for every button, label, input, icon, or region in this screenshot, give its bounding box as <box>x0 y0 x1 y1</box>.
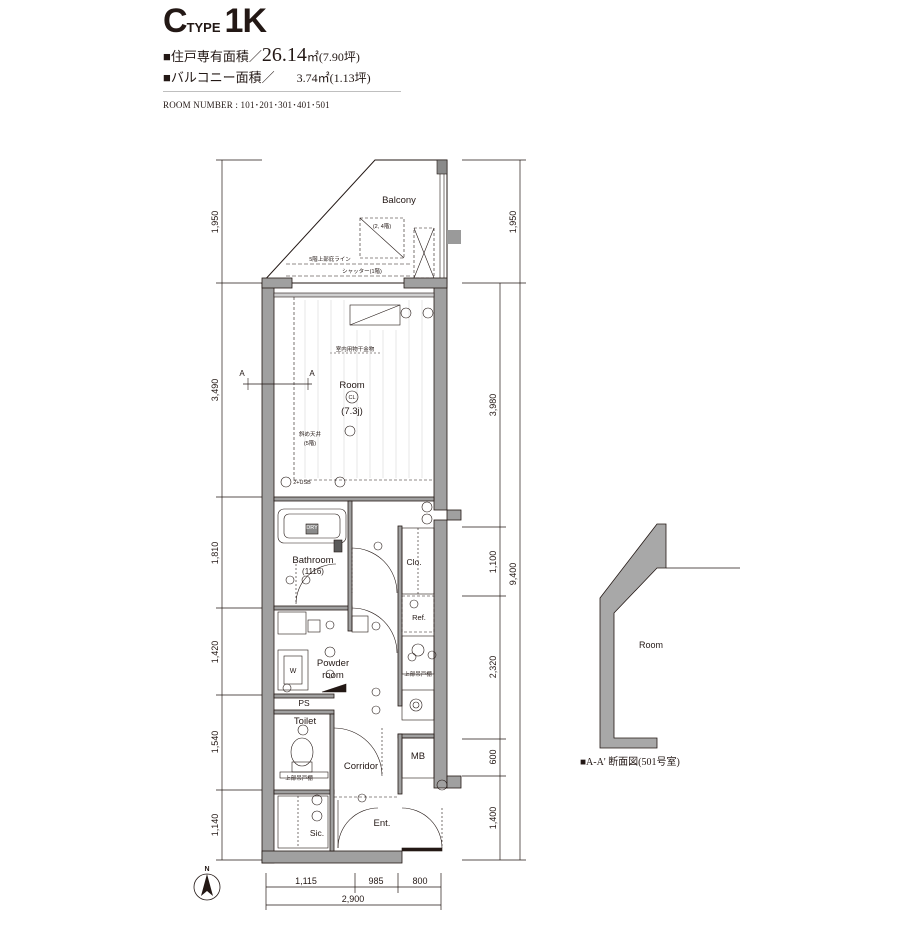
section-diagram <box>599 523 740 749</box>
dim-left-5: 1,540 <box>210 731 220 754</box>
upper-cabinet-note-2: 上部吊戸棚 <box>404 670 432 678</box>
dim-left-2: 3,490 <box>210 379 220 402</box>
section-mark-right: A <box>309 369 315 378</box>
powder-room-label-2: room <box>322 670 344 681</box>
type-plan: 1K <box>224 2 267 40</box>
dim-left-4: 1,420 <box>210 641 220 664</box>
header-divider <box>163 91 401 92</box>
exclusive-area-label: ■住戸専有面積／ <box>163 49 262 64</box>
dim-bottom-1: 1,115 <box>295 876 317 886</box>
dim-right-3: 2,320 <box>488 656 498 679</box>
section-caption: ■A-A' 断面図(501号室) <box>580 755 680 768</box>
type-word: TYPE <box>186 20 221 35</box>
toilet-label: Toilet <box>294 716 317 727</box>
type-letter: C <box>163 2 188 40</box>
balcony-area-value: 3.74㎡(1.13坪) <box>296 71 371 85</box>
balcony-label: Balcony <box>382 195 416 206</box>
exclusive-area: ■住戸専有面積／26.14㎡(7.90坪) <box>163 44 360 67</box>
room-size: (7.3j) <box>341 406 363 417</box>
exclusive-area-value: 26.14 <box>261 44 307 66</box>
bathroom-size: (1116) <box>302 567 324 576</box>
indoor-hanger-note: 室内用物干金物 <box>336 345 375 353</box>
closet-label: Clo. <box>406 557 421 567</box>
shutter-note: シャッター(1階) <box>342 267 382 275</box>
ceiling-light-label: CL <box>348 395 355 401</box>
dim-bottom-2: 985 <box>368 876 383 886</box>
sloped-ceiling-note-2: (5階) <box>304 439 316 447</box>
dim-right-5: 1,400 <box>488 807 498 830</box>
usb-outlet-note: 2+USB <box>293 480 311 486</box>
dim-right-2: 1,100 <box>488 551 498 574</box>
entrance-label: Ent. <box>374 818 391 829</box>
balcony-area-label: ■バルコニー面積／ <box>163 70 275 85</box>
kitchen-fixtures <box>333 527 437 777</box>
bathroom-fixtures <box>277 508 381 693</box>
washer-label: W <box>290 668 297 675</box>
dim-right-1: 3,980 <box>488 394 498 417</box>
section-mark-left: A <box>239 369 245 378</box>
refrigerator-label: Ref. <box>412 613 426 622</box>
sloped-ceiling-note-1: 斜め天井 <box>299 430 322 438</box>
dim-right-total: 9,400 <box>508 563 518 586</box>
room-number: ROOM NUMBER : 101･201･301･401･501 <box>163 100 330 110</box>
balcony <box>260 159 461 284</box>
room-label: Room <box>339 380 364 391</box>
dim-bottom-total: 2,900 <box>342 894 365 904</box>
bathroom-label: Bathroom <box>292 555 333 566</box>
upper-cabinet-note-1: 上部吊戸棚 <box>285 774 313 782</box>
north-compass-icon <box>193 873 221 901</box>
floor-note: (2, 4階) <box>373 222 392 230</box>
upper-eave-note: 5階上部庇ライン <box>309 255 351 263</box>
balcony-area: ■バルコニー面積／ 3.74㎡(1.13坪) <box>163 67 371 86</box>
dim-left-6: 1,140 <box>210 814 220 837</box>
dimension-lines <box>216 159 526 910</box>
corridor-label: Corridor <box>344 761 378 772</box>
dim-left-3: 1,810 <box>210 542 220 565</box>
powder-room-label-1: Powder <box>317 658 349 669</box>
dim-bottom-3: 800 <box>412 876 427 886</box>
dim-right-4: 600 <box>488 749 498 764</box>
room-details <box>243 292 435 525</box>
section-room-label: Room <box>639 640 663 650</box>
dim-right-outer-1: 1,950 <box>508 211 518 234</box>
dim-left-1: 1,950 <box>210 211 220 234</box>
shoe-closet-label: Sic. <box>310 828 324 838</box>
ps-label: PS <box>298 698 310 708</box>
mb-label: MB <box>411 751 425 762</box>
north-label: N <box>204 866 209 873</box>
dry-label: DRY <box>306 525 318 531</box>
toilet-entrance-fixtures <box>277 724 448 852</box>
exclusive-area-unit: ㎡(7.90坪) <box>306 50 360 64</box>
